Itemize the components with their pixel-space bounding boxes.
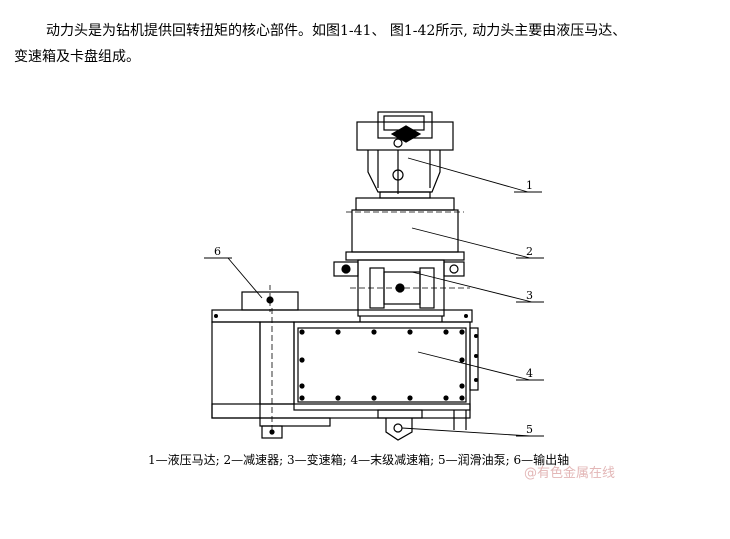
lubrication-pump xyxy=(377,409,423,441)
watermark: @有色金属在线 xyxy=(524,466,616,481)
callout-label-5: 5 xyxy=(526,423,533,436)
callout-label-1: 1 xyxy=(526,179,533,192)
paragraph-line-2: 变速箱及卡盘组成。 xyxy=(14,49,140,65)
body-paragraph: 动力头是为钻机提供回转扭矩的核心部件。如图1-41、 图1-42所示, 动力头主… xyxy=(14,18,722,70)
hydraulic-motor xyxy=(356,111,454,199)
callout-label-6: 6 xyxy=(214,245,221,258)
figure-caption: 1—液压马达; 2—减速器; 3—变速箱; 4—末级减速箱; 5—润滑油泵; 6… xyxy=(148,453,570,467)
paragraph-line-1: 动力头是为钻机提供回转扭矩的核心部件。如图1-41、 图1-42所示, 动力头主… xyxy=(46,23,627,39)
leader-lines xyxy=(204,157,544,437)
output-shaft xyxy=(241,285,299,312)
gearbox xyxy=(333,259,470,322)
reducer xyxy=(345,197,465,261)
final-reduction-box xyxy=(211,308,479,439)
callout-label-2: 2 xyxy=(526,245,533,258)
callout-label-3: 3 xyxy=(526,289,533,302)
callout-label-4: 4 xyxy=(526,367,533,380)
cover-bolts xyxy=(214,314,478,401)
